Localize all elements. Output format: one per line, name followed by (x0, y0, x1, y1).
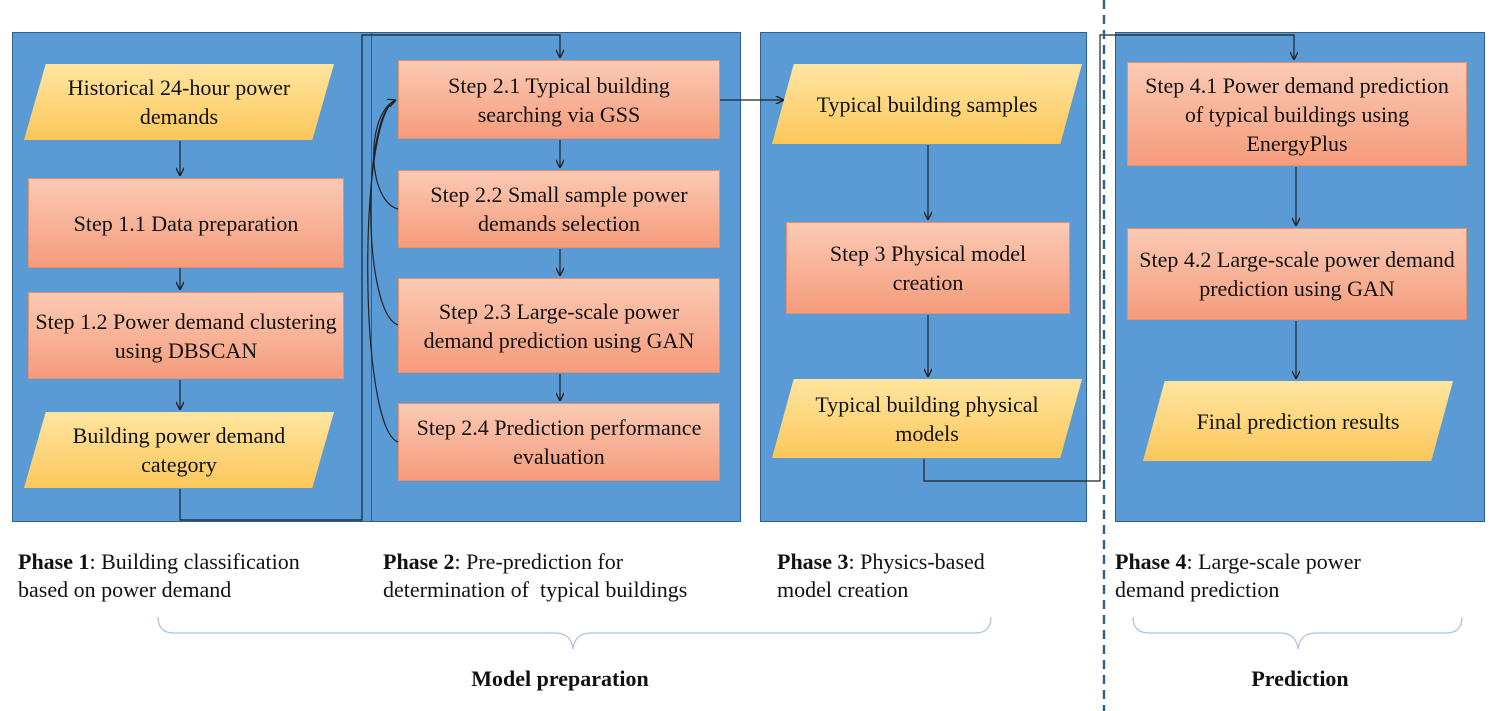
phase-1-input-node: Historical 24-hour power demands (24, 64, 334, 140)
phase-4-title: Phase 4 (1115, 549, 1187, 574)
step-4-2-label: Step 4.2 Large-scale power demand predic… (1139, 247, 1455, 301)
step-1-1-label: Step 1.1 Data preparation (73, 210, 299, 236)
phase-2-desc-2: determination of typical buildings (383, 577, 688, 602)
step-4-1-label: Step 4.1 Power demand prediction of typi… (1145, 72, 1449, 156)
phase-3-desc-1: : Physics-based (848, 549, 985, 574)
step-2-4-box: Step 2.4 Prediction performance evaluati… (398, 403, 720, 481)
phase-3-output-node: Typical building physical models (772, 379, 1082, 458)
phase-3-title: Phase 3 (777, 549, 849, 574)
step-2-1-box: Step 2.1 Typical building searching via … (398, 60, 720, 139)
phase-1-output-label: Building power demand category (72, 423, 286, 477)
phase-4-desc-1: : Large-scale power (1186, 549, 1361, 574)
phase-1-desc-2: based on power demand (18, 577, 232, 602)
step-3-box: Step 3 Physical model creation (786, 222, 1070, 314)
step-1-1-box: Step 1.1 Data preparation (28, 178, 344, 268)
step-2-3-label: Step 2.3 Large-scale power demand predic… (423, 298, 695, 353)
phase-4-output-label: Final prediction results (1196, 408, 1400, 434)
step-4-2-box: Step 4.2 Large-scale power demand predic… (1127, 228, 1467, 320)
phase-3-input-node: Typical building samples (772, 64, 1082, 144)
phase-3-label: Phase 3: Physics-based model creation (777, 548, 1097, 604)
phase-1-desc-1: : Building classification (89, 549, 300, 574)
phase-4-output-node: Final prediction results (1143, 381, 1453, 461)
step-2-2-label: Step 2.2 Small sample power demands sele… (430, 182, 688, 236)
brace-model-preparation (157, 616, 992, 650)
step-3-label: Step 3 Physical model creation (829, 241, 1027, 295)
step-2-3-box: Step 2.3 Large-scale power demand predic… (398, 278, 720, 373)
phase-1-title: Phase 1 (18, 549, 90, 574)
prediction-label: Prediction (1251, 666, 1349, 691)
phase-2-title: Phase 2 (383, 549, 455, 574)
step-1-2-box: Step 1.2 Power demand clustering using D… (28, 292, 344, 379)
phase-1-input-label: Historical 24-hour power demands (67, 75, 291, 129)
phase-2-label: Phase 2: Pre-prediction for determinatio… (383, 548, 763, 604)
phase-4-label: Phase 4: Large-scale power demand predic… (1115, 548, 1495, 604)
brace-prediction (1132, 616, 1463, 650)
phase-1-label: Phase 1: Building classification based o… (18, 548, 368, 604)
phase-4-desc-2: demand prediction (1115, 577, 1280, 602)
step-2-1-label: Step 2.1 Typical building searching via … (448, 72, 670, 127)
phase-1-output-node: Building power demand category (24, 412, 334, 488)
step-2-2-box: Step 2.2 Small sample power demands sele… (398, 170, 720, 248)
phase-3-desc-2: model creation (777, 577, 909, 602)
phase-3-input-label: Typical building samples (816, 91, 1038, 117)
step-4-1-box: Step 4.1 Power demand prediction of typi… (1127, 62, 1467, 166)
step-1-2-label: Step 1.2 Power demand clustering using D… (35, 308, 337, 363)
phase-3-output-label: Typical building physical models (815, 391, 1039, 446)
step-2-4-label: Step 2.4 Prediction performance evaluati… (416, 415, 702, 469)
phase-2-desc-1: : Pre-prediction for (454, 549, 624, 574)
model-preparation-label: Model preparation (471, 666, 649, 691)
